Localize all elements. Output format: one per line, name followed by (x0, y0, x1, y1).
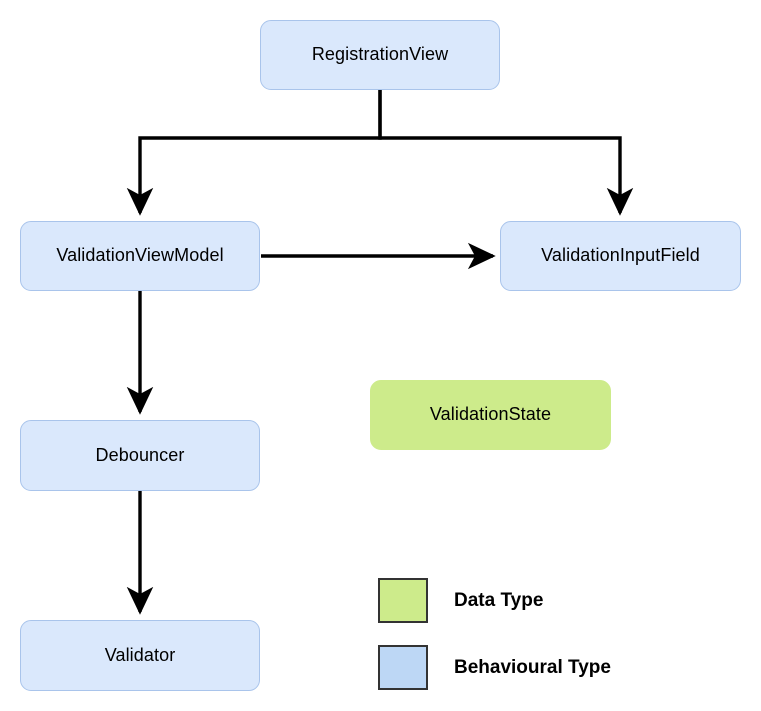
node-registration-view[interactable]: RegistrationView (260, 20, 500, 90)
node-validation-input-field[interactable]: ValidationInputField (500, 221, 741, 291)
legend-swatch-data-type (378, 578, 428, 623)
node-label: RegistrationView (311, 44, 449, 65)
legend-data-type: Data Type (378, 578, 543, 623)
node-label: ValidationInputField (541, 245, 700, 266)
legend-behavioural-type: Behavioural Type (378, 645, 611, 690)
node-validator[interactable]: Validator (20, 620, 260, 691)
node-debouncer[interactable]: Debouncer (20, 420, 260, 491)
node-validation-state[interactable]: ValidationState (370, 380, 611, 450)
node-label: Debouncer (95, 444, 185, 465)
legend-swatch-behavioural-type (378, 645, 428, 690)
node-label: Validator (104, 644, 176, 665)
node-validation-view-model[interactable]: ValidationViewModel (20, 221, 260, 291)
legend-label-data-type: Data Type (454, 589, 544, 611)
node-label: ValidationViewModel (56, 245, 224, 266)
edge-registrationview-validationinputfield (378, 90, 634, 216)
node-label: ValidationState (429, 404, 552, 425)
edge-registrationview-validationviewmodel (126, 90, 382, 216)
legend-label-behavioural-type: Behavioural Type (454, 656, 611, 678)
